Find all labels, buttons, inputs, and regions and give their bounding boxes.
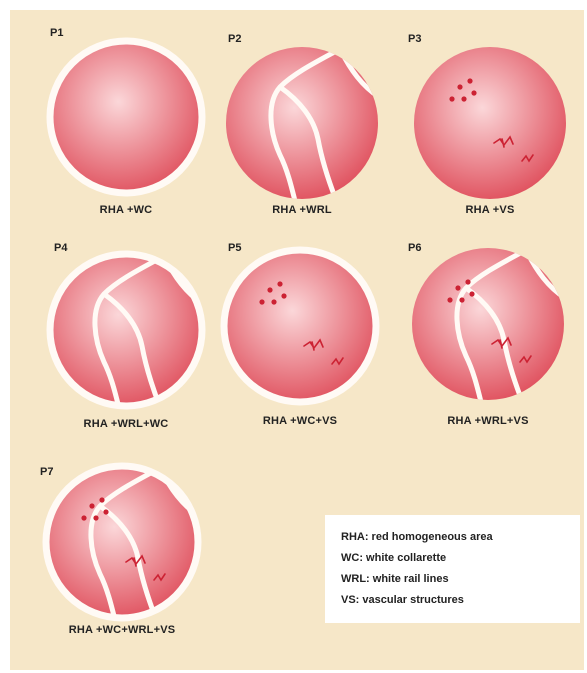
- vascular-dot: [81, 515, 86, 520]
- vascular-dot: [455, 285, 460, 290]
- legend-rha: RHA: red homogeneous area: [341, 527, 564, 548]
- vascular-dot: [267, 287, 272, 292]
- vascular-dot: [89, 503, 94, 508]
- lesion-circle: [410, 43, 570, 203]
- vascular-dot: [449, 96, 454, 101]
- legend-wrl: WRL: white rail lines: [341, 569, 564, 590]
- vascular-dot: [99, 497, 104, 502]
- vascular-dot: [103, 509, 108, 514]
- pattern-label: RHA +WRL+VS: [408, 415, 568, 427]
- lesion-circle: [220, 246, 380, 406]
- vascular-dot: [469, 291, 474, 296]
- pattern-label: RHA +WRL: [222, 204, 382, 216]
- vascular-dot: [93, 515, 98, 520]
- lesion-circle: [408, 244, 568, 404]
- figure-panel: P1 RHA +WC P2 RHA +WRL P3 RHA +VS P4 RHA…: [10, 10, 584, 670]
- vascular-dot: [271, 299, 276, 304]
- vascular-dot: [459, 297, 464, 302]
- pattern-label: RHA +WRL+WC: [46, 418, 206, 430]
- vascular-dot: [277, 281, 282, 286]
- pattern-label: RHA +WC+WRL+VS: [32, 624, 212, 636]
- pattern-label: RHA +WC: [46, 204, 206, 216]
- legend-box: RHA: red homogeneous area WC: white coll…: [325, 515, 580, 623]
- lesion-circle: [222, 43, 382, 203]
- pattern-label: RHA +VS: [410, 204, 570, 216]
- vascular-dot: [471, 90, 476, 95]
- vascular-dot: [281, 293, 286, 298]
- lesion-circle: [42, 462, 202, 622]
- vascular-dot: [259, 299, 264, 304]
- red-homogeneous-area: [414, 47, 566, 199]
- lesion-circle: [46, 37, 206, 197]
- vascular-dot: [467, 78, 472, 83]
- lesion-circle: [46, 250, 206, 410]
- vascular-dot: [461, 96, 466, 101]
- legend-vs: VS: vascular structures: [341, 590, 564, 611]
- legend-wc: WC: white collarette: [341, 548, 564, 569]
- vascular-dot: [465, 279, 470, 284]
- vascular-dot: [447, 297, 452, 302]
- pattern-label: RHA +WC+VS: [220, 415, 380, 427]
- vascular-dot: [457, 84, 462, 89]
